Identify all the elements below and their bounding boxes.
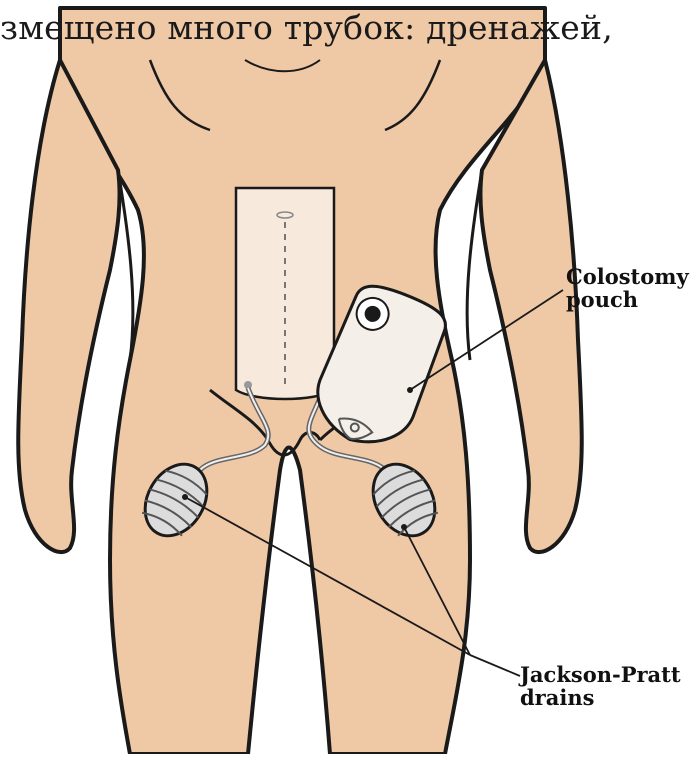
label-jp-line-1: Jackson-Pratt: [520, 663, 681, 686]
label-colostomy-line-1: Colostomy: [566, 265, 689, 288]
label-jp-line-2: drains: [520, 686, 681, 709]
label-colostomy-pouch: Colostomy pouch: [566, 265, 689, 311]
label-jackson-pratt-drains: Jackson-Pratt drains: [520, 663, 681, 709]
label-colostomy-line-2: pouch: [566, 288, 689, 311]
caption-text: змещено много трубок: дренажей,: [0, 8, 613, 47]
abdominal-dressing: [236, 188, 334, 399]
